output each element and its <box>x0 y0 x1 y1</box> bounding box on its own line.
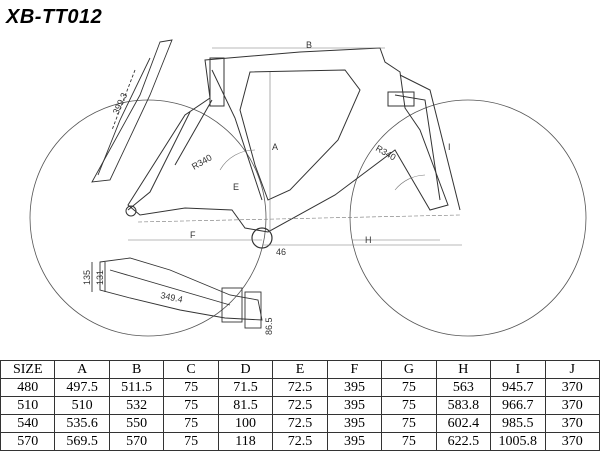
table-cell: 583.8 <box>435 396 492 415</box>
table-cell: 370 <box>544 396 600 415</box>
column-header: A <box>54 360 110 379</box>
table-cell: 966.7 <box>490 396 546 415</box>
table-cell: 75 <box>381 378 437 397</box>
frame-outline <box>127 47 461 233</box>
table-cell: 532 <box>108 396 165 415</box>
column-header: I <box>490 360 546 379</box>
label-i: I <box>448 142 451 152</box>
table-cell: 395 <box>326 378 383 397</box>
table-cell: 71.5 <box>217 378 274 397</box>
table-cell: 480 <box>0 378 56 397</box>
aero-bar <box>91 257 263 329</box>
table-cell: 622.5 <box>435 432 492 451</box>
rear-dropout <box>125 205 137 217</box>
label-131: 131 <box>95 270 105 285</box>
table-cell: 72.5 <box>272 414 328 433</box>
table-cell: 75 <box>381 414 437 433</box>
table-cell: 510 <box>54 396 110 415</box>
table-cell: 72.5 <box>272 396 328 415</box>
seat-post <box>91 39 173 183</box>
column-header: F <box>326 360 383 379</box>
column-header: H <box>435 360 492 379</box>
table-cell: 395 <box>326 414 383 433</box>
table-cell: 563 <box>435 378 492 397</box>
table-cell: 75 <box>381 432 437 451</box>
column-header: SIZE <box>0 360 56 379</box>
diagram-title: XB-TT012 <box>6 6 103 28</box>
table-cell: 75 <box>163 378 219 397</box>
label-135: 135 <box>82 270 92 285</box>
table-cell: 72.5 <box>272 378 328 397</box>
table-cell: 395 <box>326 432 383 451</box>
label-e: E <box>233 182 239 192</box>
front-wheel <box>349 99 587 337</box>
column-header: G <box>381 360 437 379</box>
column-header: E <box>272 360 328 379</box>
table-cell: 118 <box>217 432 274 451</box>
label-r340-front: R340 <box>374 143 398 162</box>
label-46: 46 <box>276 247 286 257</box>
label-a: A <box>272 142 278 152</box>
bottom-bracket <box>251 227 273 249</box>
table-cell: 75 <box>163 396 219 415</box>
table-cell: 510 <box>0 396 56 415</box>
table-cell: 550 <box>108 414 165 433</box>
table-cell: 535.6 <box>54 414 110 433</box>
table-cell: 497.5 <box>54 378 110 397</box>
table-cell: 511.5 <box>108 378 165 397</box>
column-header: J <box>544 360 600 379</box>
rear-wheel <box>29 99 267 337</box>
label-86-5: 86.5 <box>264 317 274 335</box>
column-header: B <box>108 360 165 379</box>
dimension-lines <box>128 47 462 246</box>
label-h: H <box>365 235 372 245</box>
table-cell: 75 <box>163 414 219 433</box>
table-cell: 985.5 <box>490 414 546 433</box>
table-cell: 602.4 <box>435 414 492 433</box>
table-cell: 540 <box>0 414 56 433</box>
label-f: F <box>190 230 196 240</box>
column-header: D <box>217 360 274 379</box>
column-header: C <box>163 360 219 379</box>
frame-drawing: B A E F H I R340 R340 399.3 46 349.4 135… <box>29 39 587 337</box>
table-cell: 370 <box>544 378 600 397</box>
label-349: 349.4 <box>160 290 184 304</box>
table-cell: 945.7 <box>490 378 546 397</box>
label-b: B <box>306 40 312 50</box>
table-cell: 370 <box>544 414 600 433</box>
table-cell: 75 <box>381 396 437 415</box>
table-cell: 81.5 <box>217 396 274 415</box>
table-cell: 395 <box>326 396 383 415</box>
table-cell: 100 <box>217 414 274 433</box>
label-r340-rear: R340 <box>190 152 214 171</box>
label-399: 399.3 <box>111 91 130 116</box>
